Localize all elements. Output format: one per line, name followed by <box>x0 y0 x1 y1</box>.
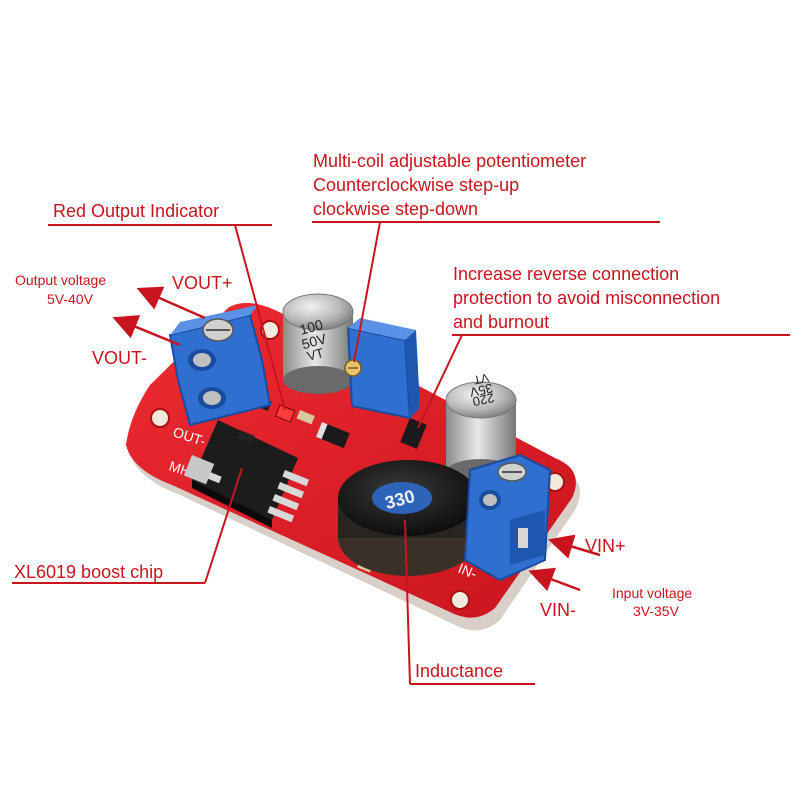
arrow-vout-plus <box>136 286 206 320</box>
capacitor-100uf: 100 50V VT <box>282 293 354 394</box>
svg-text:220: 220 <box>471 390 495 409</box>
mounting-hole <box>150 408 170 428</box>
vout-arrows <box>112 286 206 347</box>
label-vin-plus: VIN+ <box>585 536 626 556</box>
label-red-output-indicator: Red Output Indicator <box>53 201 219 221</box>
label-potentiometer-line2: Counterclockwise step-up <box>313 175 519 195</box>
label-reverse-line3: and burnout <box>453 312 549 332</box>
label-boost-chip: XL6019 boost chip <box>14 562 163 582</box>
arrow-vin-plus <box>548 534 601 559</box>
annotation-lines <box>12 221 790 685</box>
label-output-voltage-line1: Output voltage <box>15 272 106 288</box>
pcb-board: OUT- MH IN- 100 5 <box>126 293 580 631</box>
arrow-vin-minus <box>528 567 581 592</box>
input-terminal-block <box>463 453 552 582</box>
arrow-vout-minus <box>112 315 181 347</box>
svg-text:VT: VT <box>305 345 325 364</box>
potentiometer <box>344 318 420 420</box>
label-input-voltage-line1: Input voltage <box>612 585 692 601</box>
label-reverse-line2: protection to avoid misconnection <box>453 288 720 308</box>
label-vin-minus: VIN- <box>540 600 576 620</box>
output-terminal-block <box>168 305 272 427</box>
leader-potentiometer <box>353 221 381 363</box>
svg-text:50V: 50V <box>300 330 329 352</box>
red-led <box>274 404 296 423</box>
svg-text:VT: VT <box>472 370 491 387</box>
label-vout-minus: VOUT- <box>92 348 147 368</box>
label-potentiometer-line3: clockwise step-down <box>313 199 478 219</box>
label-output-voltage-line2: 5V-40V <box>47 291 94 307</box>
label-vout-plus: VOUT+ <box>172 273 233 293</box>
leader-reverse-protection <box>417 334 463 429</box>
leader-red-output <box>234 224 286 411</box>
leader-boost-chip <box>204 467 243 584</box>
leader-inductance <box>404 519 411 685</box>
capacitor-220uf: 220 35V VT <box>445 370 517 485</box>
svg-text:100: 100 <box>298 316 325 338</box>
inductor: 330 <box>338 460 478 576</box>
smd-capacitor <box>296 410 315 425</box>
label-reverse-line1: Increase reverse connection <box>453 264 679 284</box>
annotation-labels: Red Output Indicator Multi-coil adjustab… <box>14 151 720 681</box>
svg-text:35V: 35V <box>468 381 494 401</box>
mounting-hole <box>450 590 470 610</box>
label-potentiometer-line1: Multi-coil adjustable potentiometer <box>313 151 586 171</box>
xl6019-chip <box>183 420 310 528</box>
label-inductance: Inductance <box>415 661 503 681</box>
label-input-voltage-line2: 3V-35V <box>633 603 680 619</box>
vin-arrows <box>528 534 601 592</box>
